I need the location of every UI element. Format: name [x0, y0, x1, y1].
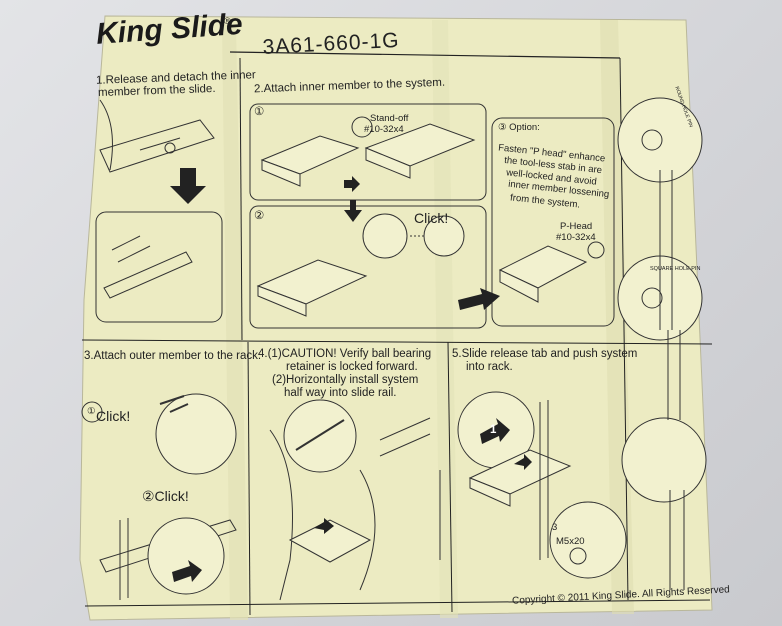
square-hole-pin-label: SQUARE HOLE PIN: [650, 266, 701, 272]
step5-line2: into rack.: [466, 361, 513, 373]
step4-line2: retainer is locked forward.: [286, 361, 418, 373]
registered-mark: ®: [224, 16, 231, 26]
step5-num3: 3: [552, 522, 558, 533]
step4-line4: half way into slide rail.: [284, 387, 397, 399]
step2-sub2: ②: [254, 210, 265, 222]
step2-sub1: ①: [254, 106, 265, 118]
step3-num1: ①: [87, 406, 96, 417]
standoff-spec: #10-32x4: [364, 124, 404, 135]
step3-title: 3.Attach outer member to the rack.: [84, 350, 262, 362]
option-label: ③ Option:: [498, 122, 540, 133]
step4-line3: (2)Horizontally install system: [272, 374, 419, 386]
step5-line1: 5.Slide release tab and push system: [452, 348, 638, 360]
step2-click-label: Click!: [414, 210, 449, 226]
phead-spec: #10-32x4: [556, 232, 596, 243]
standoff-label: Stand-off: [370, 113, 409, 124]
step4-line1: 4.(1)CAUTION! Verify ball bearing: [258, 348, 432, 360]
step3-click1: Click!: [96, 408, 131, 424]
step5-num1: 1: [490, 424, 497, 436]
screw-spec: M5x20: [556, 536, 585, 547]
phead-label: P-Head: [560, 221, 593, 232]
step3-click2: ②Click!: [142, 488, 189, 504]
